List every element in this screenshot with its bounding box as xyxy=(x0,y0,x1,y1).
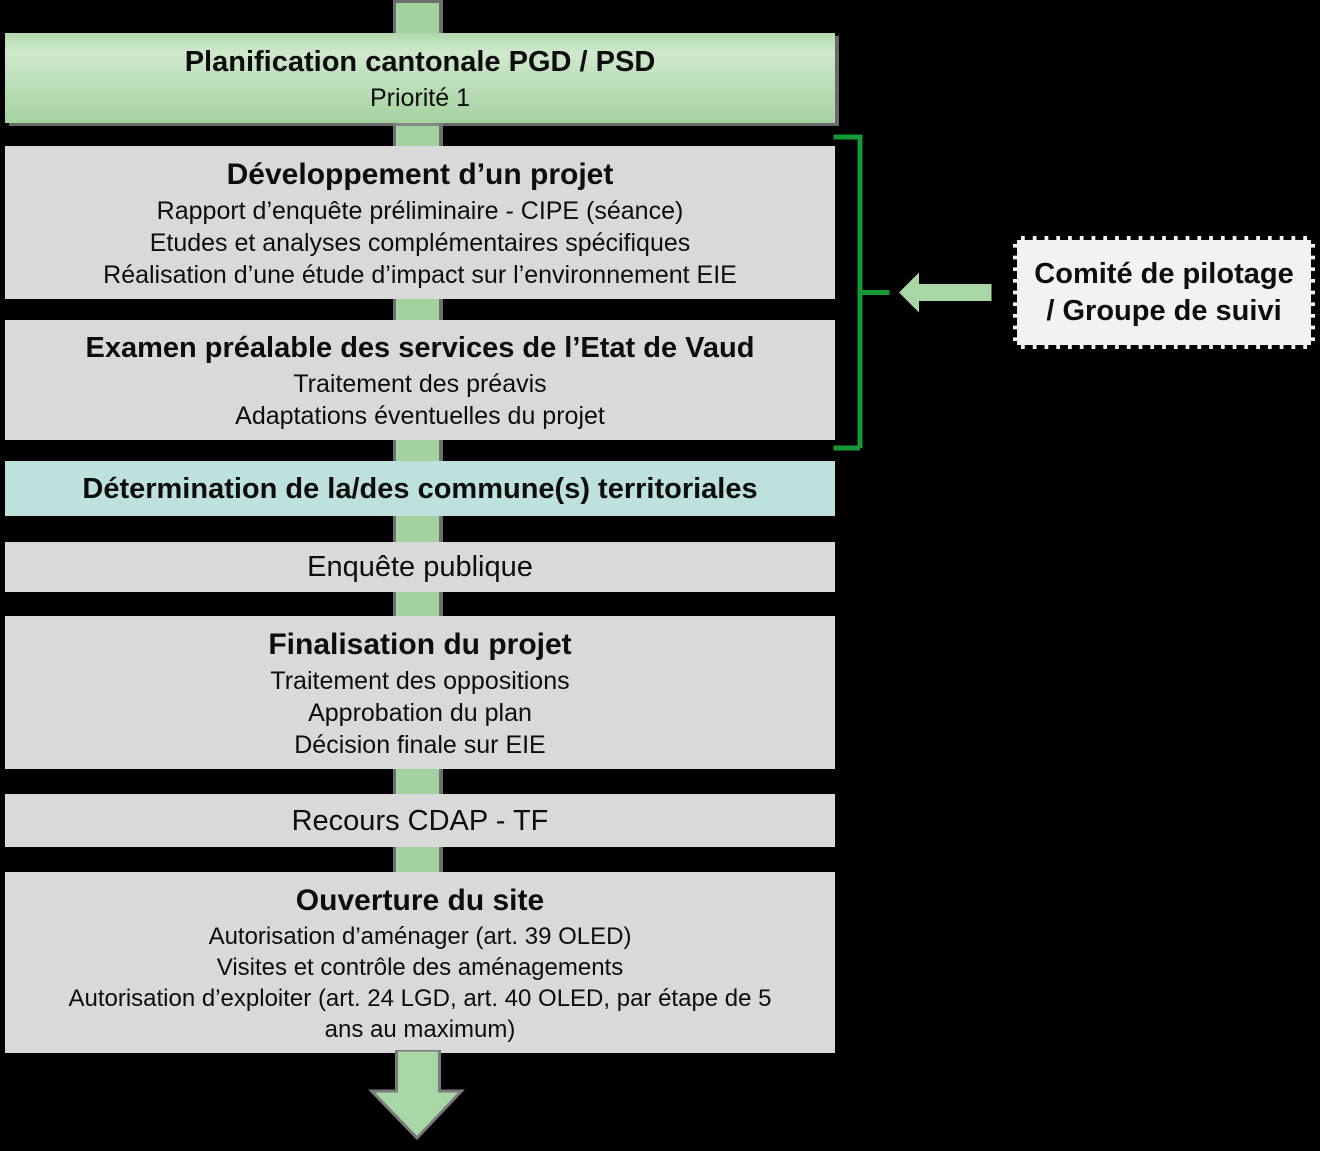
note-line: / Groupe de suivi xyxy=(1046,294,1282,327)
step-detail-line: Traitement des préavis xyxy=(293,370,547,398)
step-title: Ouverture du site xyxy=(295,883,545,917)
step-detail-line: Traitement des oppositions xyxy=(270,666,570,695)
flow-connector xyxy=(393,440,443,461)
step-detail-line: Approbation du plan xyxy=(308,698,532,727)
step-title: Planification cantonale PGD / PSD xyxy=(184,46,656,78)
flow-connector xyxy=(393,299,443,320)
steering-committee-link xyxy=(833,134,992,451)
left-arrow-icon xyxy=(899,272,992,313)
step-title: Finalisation du projet xyxy=(268,627,572,661)
step-detail-line: Réalisation d’une étude d’impact sur l’e… xyxy=(103,260,737,289)
step-recours-cdap-tf: Recours CDAP - TF xyxy=(5,794,835,847)
flow-connector xyxy=(393,516,443,542)
flow-connector xyxy=(393,592,443,616)
step-detail-line: Visites et contrôle des aménagements xyxy=(216,953,624,981)
step-enquete-publique: Enquête publique xyxy=(5,542,835,592)
steering-committee-note: Comité de pilotage / Groupe de suivi xyxy=(1013,236,1315,349)
bracket xyxy=(833,134,890,451)
note-line: Comité de pilotage xyxy=(1034,257,1294,290)
step-title: Détermination de la/des commune(s) terri… xyxy=(82,472,758,505)
step-planification-cantonale: Planification cantonale PGD / PSD Priori… xyxy=(5,33,835,123)
step-detail-line: Autorisation d’exploiter (art. 24 LGD, a… xyxy=(68,984,772,1012)
step-title: Examen préalable des services de l’Etat … xyxy=(85,332,755,364)
step-detail-line: Rapport d’enquête préliminaire - CIPE (s… xyxy=(156,196,684,225)
step-title: Recours CDAP - TF xyxy=(291,804,549,837)
step-detail-line: Autorisation d’aménager (art. 39 OLED) xyxy=(208,922,632,950)
step-detail-line: Adaptations éventuelles du projet xyxy=(235,402,605,430)
down-arrow-icon xyxy=(367,1050,465,1141)
step-ouverture-site: Ouverture du site Autorisation d’aménage… xyxy=(5,872,835,1053)
flow-connector xyxy=(393,0,443,33)
step-detail-line: Décision finale sur EIE xyxy=(294,730,546,759)
step-detail-line: Etudes et analyses complémentaires spéci… xyxy=(149,228,691,257)
step-determination-communes: Détermination de la/des commune(s) terri… xyxy=(5,461,835,516)
flow-connector xyxy=(393,847,443,872)
step-developpement-projet: Développement d’un projet Rapport d’enqu… xyxy=(5,146,835,299)
step-detail-line: Priorité 1 xyxy=(369,84,471,112)
step-finalisation-projet: Finalisation du projet Traitement des op… xyxy=(5,616,835,769)
step-examen-prealable: Examen préalable des services de l’Etat … xyxy=(5,320,835,440)
step-title: Enquête publique xyxy=(307,551,533,583)
flow-connector xyxy=(393,123,443,146)
step-title: Développement d’un projet xyxy=(226,157,614,191)
flow-connector xyxy=(393,769,443,794)
step-detail-line: ans au maximum) xyxy=(324,1015,516,1043)
